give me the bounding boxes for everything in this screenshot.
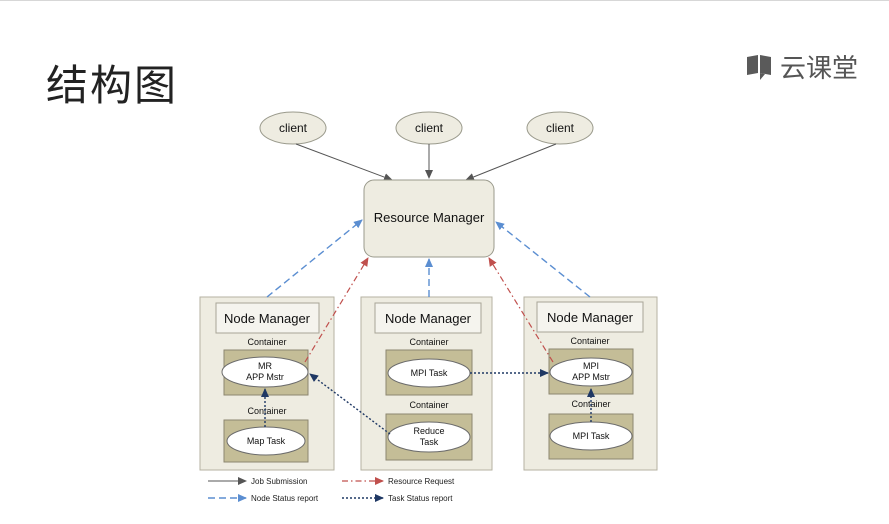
node-panel: Node Manager Container MR APP Mstr Conta… xyxy=(199,296,335,471)
node-manager-label: Node Manager xyxy=(385,311,472,326)
legend-label: Resource Request xyxy=(388,477,455,486)
task-label: Task xyxy=(420,437,439,447)
client-node: client xyxy=(526,111,594,145)
legend-label: Task Status report xyxy=(388,494,453,503)
client-node: client xyxy=(259,111,327,145)
container-label: Container xyxy=(570,336,609,346)
page-title: 结构图 xyxy=(46,61,179,110)
legend: Job Submission Resource Request Node Sta… xyxy=(208,477,455,503)
task-label: Reduce xyxy=(413,426,444,436)
task-label: Map Task xyxy=(247,436,286,446)
client-label: client xyxy=(415,121,444,135)
resource-manager-label: Resource Manager xyxy=(374,210,485,225)
node-manager-box xyxy=(536,301,644,333)
legend-label: Node Status report xyxy=(251,494,319,503)
node-status-arrow xyxy=(266,219,363,298)
legend-label: Job Submission xyxy=(251,477,307,486)
node-manager-label: Node Manager xyxy=(547,310,634,325)
top-divider xyxy=(0,0,889,1)
job-submission-arrow xyxy=(295,143,393,181)
node-status-arrow xyxy=(495,221,591,298)
client-label: client xyxy=(546,121,575,135)
job-submission-arrow xyxy=(465,143,557,181)
task-ellipse xyxy=(549,357,633,387)
container-label: Container xyxy=(409,337,448,347)
brand-name: 云课堂 xyxy=(780,54,859,84)
client-label: client xyxy=(279,121,308,135)
node-manager-label: Node Manager xyxy=(224,311,311,326)
task-ellipse xyxy=(387,421,471,453)
container-label: Container xyxy=(247,406,286,416)
task-label: APP Mstr xyxy=(246,372,284,382)
task-label: MPI Task xyxy=(573,431,610,441)
node-panel: Node Manager Container MPI APP Mstr Cont… xyxy=(523,296,658,471)
task-label: MR xyxy=(258,361,272,371)
task-ellipse xyxy=(226,426,306,456)
task-label: MPI xyxy=(583,361,599,371)
client-node: client xyxy=(395,111,463,145)
task-label: MPI Task xyxy=(411,368,448,378)
node-manager-box xyxy=(215,302,320,334)
chat-book-icon xyxy=(747,54,771,80)
container-label: Container xyxy=(409,400,448,410)
task-label: APP Mstr xyxy=(572,372,610,382)
brand-logo: 云课堂 xyxy=(744,48,858,85)
node-panel: Node Manager Container MPI Task Containe… xyxy=(360,296,493,471)
node-manager-box xyxy=(374,302,482,334)
container-label: Container xyxy=(247,337,286,347)
task-ellipse xyxy=(221,356,309,388)
task-status-arrow xyxy=(309,373,391,435)
resource-manager: Resource Manager xyxy=(363,179,495,258)
